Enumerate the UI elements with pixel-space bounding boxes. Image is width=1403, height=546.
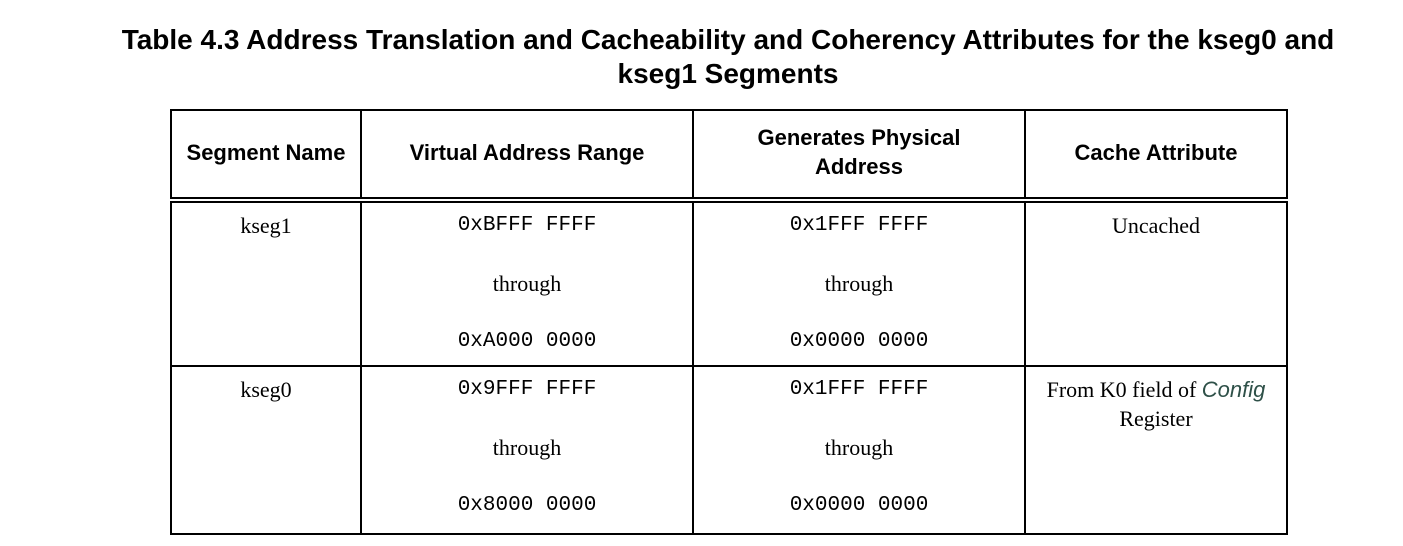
virtual-address-low: 0xA000 0000 bbox=[457, 330, 597, 353]
header-physical-line-2: Address bbox=[814, 154, 904, 179]
cell-cache-attribute: From K0 field of Config Register bbox=[1024, 365, 1288, 535]
cell-physical-address: 0x1FFF FFFF through 0x0000 0000 bbox=[692, 199, 1026, 367]
cell-cache-attribute: Uncached bbox=[1024, 199, 1288, 367]
table-caption: Table 4.3 Address Translation and Cachea… bbox=[0, 23, 1403, 91]
cache-attribute-suffix: Register bbox=[1119, 406, 1193, 431]
virtual-address-low: 0x8000 0000 bbox=[457, 494, 597, 517]
cell-segment-name: kseg1 bbox=[170, 199, 362, 367]
cache-attribute-text: From K0 field of Config bbox=[1026, 375, 1286, 404]
header-physical-line-1: Generates Physical bbox=[757, 125, 961, 150]
config-register-link[interactable]: Config bbox=[1201, 377, 1266, 402]
virtual-address-high: 0x9FFF FFFF bbox=[457, 378, 597, 401]
table-row-kseg1: kseg1 0xBFFF FFFF through 0xA000 0000 0x… bbox=[170, 199, 1288, 367]
header-cache-attribute: Cache Attribute bbox=[1024, 109, 1288, 203]
address-translation-table: Segment Name Virtual Address Range Gener… bbox=[170, 109, 1288, 535]
cache-attribute-text: Uncached bbox=[1112, 213, 1200, 238]
table-row-kseg0: kseg0 0x9FFF FFFF through 0x8000 0000 0x… bbox=[170, 365, 1288, 535]
cell-physical-address: 0x1FFF FFFF through 0x0000 0000 bbox=[692, 365, 1026, 535]
through-label: through bbox=[824, 271, 894, 296]
physical-address-low: 0x0000 0000 bbox=[789, 494, 929, 517]
virtual-address-high: 0xBFFF FFFF bbox=[457, 214, 597, 237]
cache-attribute-prefix: From K0 field of bbox=[1046, 377, 1202, 402]
cell-virtual-range: 0xBFFF FFFF through 0xA000 0000 bbox=[360, 199, 694, 367]
segment-name: kseg1 bbox=[240, 213, 292, 238]
segment-name: kseg0 bbox=[240, 377, 292, 402]
cell-virtual-range: 0x9FFF FFFF through 0x8000 0000 bbox=[360, 365, 694, 535]
physical-address-high: 0x1FFF FFFF bbox=[789, 214, 929, 237]
header-row: Segment Name Virtual Address Range Gener… bbox=[170, 109, 1288, 203]
physical-address-low: 0x0000 0000 bbox=[789, 330, 929, 353]
header-virtual-address-range: Virtual Address Range bbox=[360, 109, 694, 203]
through-label: through bbox=[824, 435, 894, 460]
header-segment-name: Segment Name bbox=[170, 109, 362, 203]
header-physical-address: Generates Physical Address bbox=[692, 109, 1026, 203]
through-label: through bbox=[492, 435, 562, 460]
through-label: through bbox=[492, 271, 562, 296]
physical-address-high: 0x1FFF FFFF bbox=[789, 378, 929, 401]
caption-line-1: Table 4.3 Address Translation and Cachea… bbox=[121, 24, 1335, 55]
cell-segment-name: kseg0 bbox=[170, 365, 362, 535]
caption-line-2: kseg1 Segments bbox=[617, 58, 839, 89]
